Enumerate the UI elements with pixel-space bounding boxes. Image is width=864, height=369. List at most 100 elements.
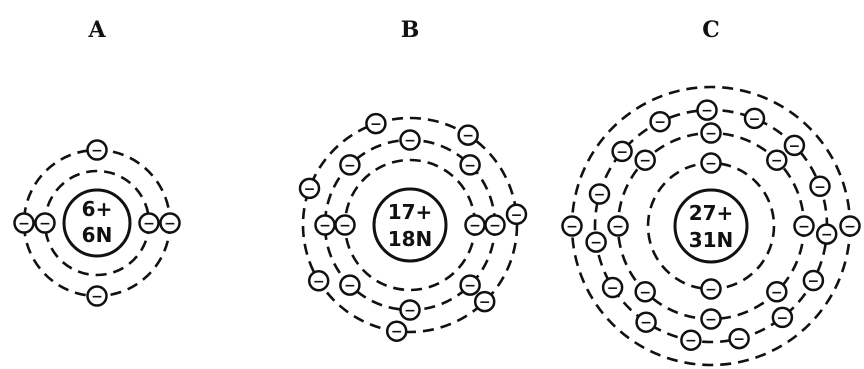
electron-c-shell4-1: − <box>561 215 583 237</box>
electron-c-shell3-15: − <box>585 231 607 253</box>
electron-symbol: − <box>18 216 30 232</box>
electron-circle <box>634 149 656 171</box>
electron-b-shell2-2: − <box>339 154 361 176</box>
electron-c-shell3-2: − <box>611 140 633 163</box>
electron-circle <box>13 212 35 234</box>
electron-c-shell2-7: − <box>700 308 722 330</box>
electron-circle <box>743 107 766 130</box>
panel-label-c: C <box>702 17 720 43</box>
electron-c-shell1-2: − <box>700 278 722 300</box>
electron-c-shell4-2: − <box>839 215 861 237</box>
electron-a-shell2-1: − <box>13 212 35 234</box>
electron-b-shell3-7: − <box>307 270 330 292</box>
electron-c-shell3-6: − <box>783 134 806 157</box>
electron-symbol: − <box>304 181 316 197</box>
electron-circle <box>700 308 722 330</box>
electron-symbol: − <box>612 219 624 235</box>
panel-label-a: A <box>87 17 106 43</box>
electron-symbol: − <box>404 133 416 149</box>
electron-b-shell3-5: − <box>473 290 496 313</box>
electron-circle <box>86 139 108 161</box>
electron-b-shell1-1: − <box>334 214 356 236</box>
electron-circle <box>839 215 861 237</box>
electron-circle <box>473 290 496 313</box>
electron-circle <box>607 215 629 237</box>
nucleus-a <box>62 188 132 258</box>
electron-symbol: − <box>685 333 697 349</box>
electron-b-shell3-2: − <box>365 112 387 135</box>
electron-c-shell3-5: − <box>743 107 766 130</box>
electron-symbol: − <box>391 324 403 340</box>
electron-symbol: − <box>639 285 651 301</box>
electron-symbol: − <box>844 219 856 235</box>
electron-symbol: − <box>705 156 717 172</box>
electron-symbol: − <box>319 218 331 234</box>
electron-b-shell2-8: − <box>339 274 361 296</box>
electron-c-shell3-14: − <box>601 276 624 299</box>
electron-symbol: − <box>91 289 103 305</box>
electron-symbol: − <box>607 281 619 297</box>
electron-circle <box>696 99 718 121</box>
electron-symbol: − <box>511 207 523 223</box>
electron-circle <box>307 270 330 292</box>
electron-circle <box>680 329 702 351</box>
electron-c-shell2-4: − <box>766 149 788 171</box>
electron-a-shell1-2: − <box>138 212 160 234</box>
electron-circle <box>634 281 656 303</box>
electron-symbol: − <box>489 218 501 234</box>
electron-circle <box>809 175 831 198</box>
electron-circle <box>339 274 361 296</box>
electron-c-shell3-3: − <box>649 110 671 133</box>
electron-b-shell2-1: − <box>314 214 336 236</box>
electron-symbol: − <box>733 332 745 348</box>
electron-c-shell2-1: − <box>607 215 629 237</box>
atom-panel-a: A 6+ 6N −−−−−− <box>13 17 181 307</box>
electron-circle <box>459 154 481 176</box>
electron-c-shell3-7: − <box>809 175 831 198</box>
electron-symbol: − <box>464 278 476 294</box>
electron-circle <box>793 215 815 237</box>
electron-circle <box>457 124 479 146</box>
electron-circle <box>138 212 160 234</box>
electron-symbol: − <box>404 303 416 319</box>
electron-circle <box>385 320 408 342</box>
electron-c-shell2-2: − <box>634 149 656 171</box>
electron-circle <box>771 306 794 329</box>
electron-c-shell1-1: − <box>700 152 722 174</box>
electron-b-shell3-4: − <box>505 203 528 226</box>
electron-b-shell3-1: − <box>298 177 321 200</box>
electron-circle <box>611 140 633 163</box>
electron-symbol: − <box>705 126 717 142</box>
electron-c-shell3-10: − <box>771 306 794 329</box>
electron-symbol: − <box>789 138 801 154</box>
electron-circle <box>700 122 722 144</box>
electron-symbol: − <box>464 158 476 174</box>
electron-symbol: − <box>339 218 351 234</box>
electron-circle <box>815 223 838 245</box>
electron-a-shell1-1: − <box>34 212 56 234</box>
electron-circle <box>484 214 506 236</box>
electron-symbol: − <box>705 282 717 298</box>
electron-symbol: − <box>771 285 783 301</box>
electron-c-shell3-1: − <box>588 183 611 205</box>
electron-symbol: − <box>771 153 783 169</box>
electron-symbol: − <box>654 115 666 131</box>
electron-circle <box>601 276 624 299</box>
electron-symbol: − <box>594 187 606 203</box>
electron-circle <box>459 274 481 296</box>
electron-c-shell3-4: − <box>696 99 718 121</box>
electron-circle <box>399 129 421 151</box>
electron-c-shell3-9: − <box>802 269 825 292</box>
electron-symbol: − <box>91 143 103 159</box>
electron-c-shell3-12: − <box>680 329 702 351</box>
proton-count-b: 17+ <box>388 200 433 224</box>
electron-c-shell3-8: − <box>815 223 838 245</box>
neutron-count-b: 18N <box>388 227 433 251</box>
electron-b-shell3-3: − <box>457 124 479 146</box>
electron-circle <box>399 299 421 321</box>
electron-c-shell2-5: − <box>793 215 815 237</box>
panel-label-b: B <box>401 17 420 43</box>
neutron-count-a: 6N <box>82 223 113 247</box>
electron-b-shell2-3: − <box>399 129 421 151</box>
